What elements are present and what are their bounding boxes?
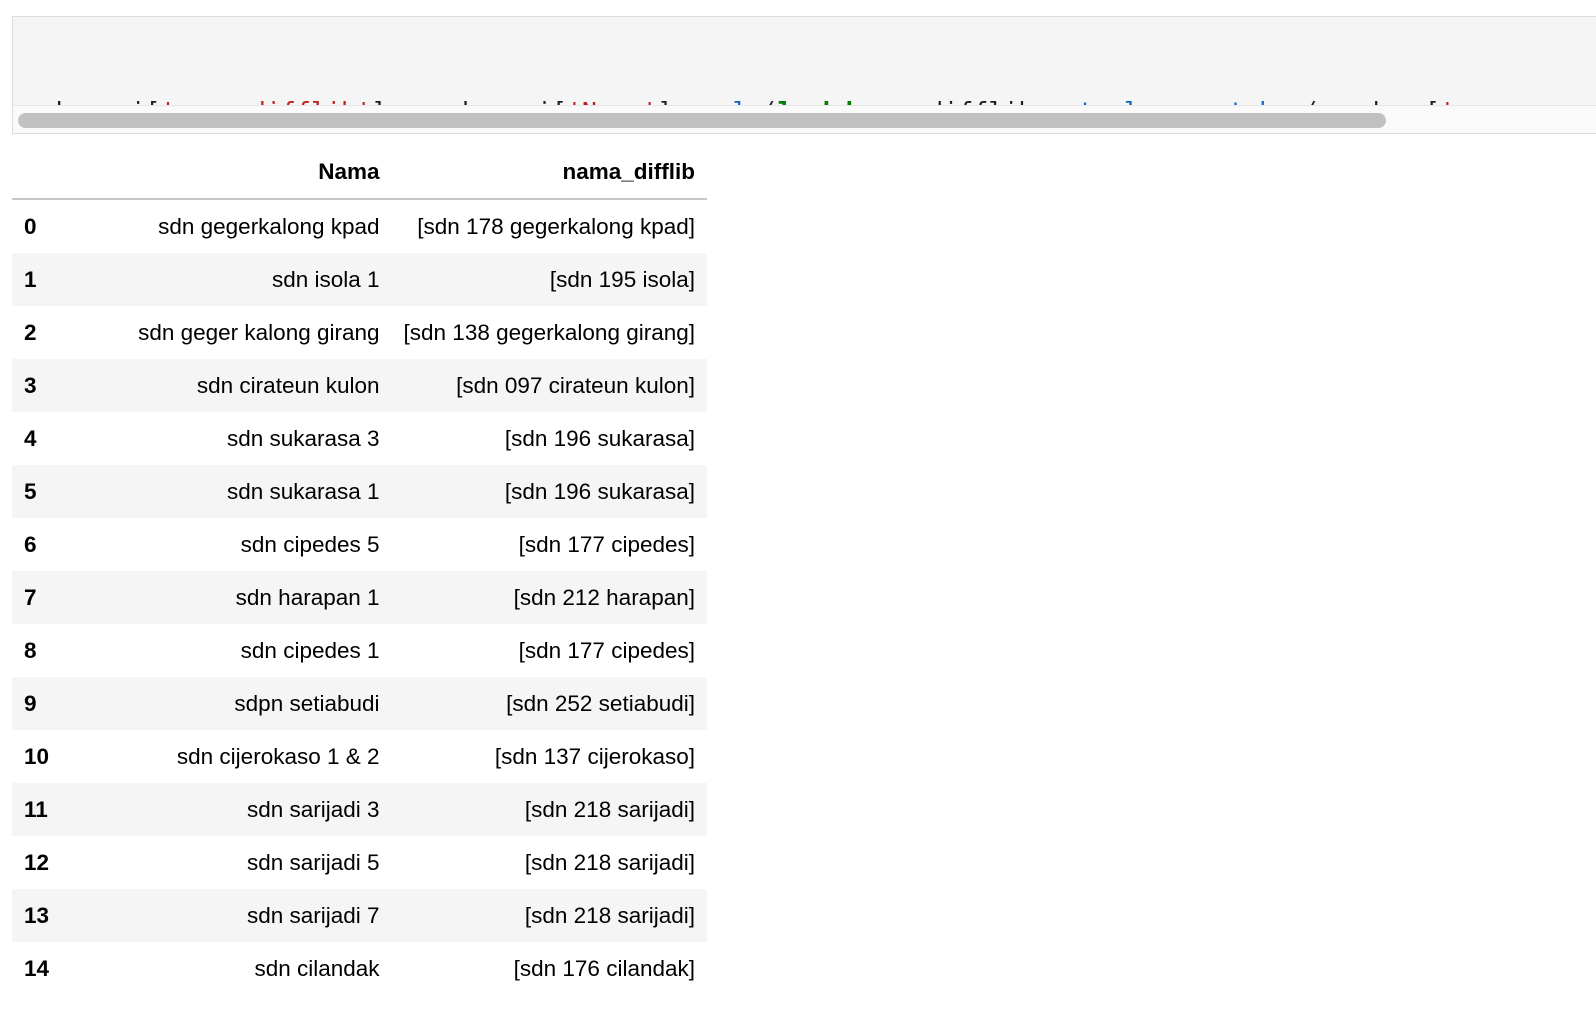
row-index: 13	[12, 889, 92, 942]
cell-nama-difflib: [sdn 137 cijerokaso]	[494, 743, 695, 769]
cell-nama: sdn sukarasa 1	[91, 465, 392, 518]
row-index: 4	[24, 425, 37, 451]
code-divider	[13, 105, 1596, 106]
row-index: 11	[12, 783, 92, 836]
cell-nama: sdn sukarasa 3	[226, 425, 380, 451]
cell-nama: sdn geger kalong girang	[138, 319, 380, 345]
table-row: 10 sdn cijerokaso 1 & 2 [sdn 137 cijerokas…	[12, 730, 707, 783]
row-index: 5	[12, 465, 92, 518]
code-cell[interactable]: sukasari['nama_difflib'] = sukasari['Nam…	[12, 16, 1596, 134]
table-row: 0 sdn gegerkalong kpad [sdn 178 gegerkalon…	[12, 199, 707, 253]
table-body: 0 sdn gegerkalong kpad [sdn 178 gegerkalon…	[12, 199, 707, 995]
row-index: 7	[12, 571, 92, 624]
cell-nama-difflib: [sdn 212 harapan]	[391, 571, 707, 624]
row-index: 12	[24, 849, 50, 875]
cell-nama: sdn sarijadi 7	[91, 889, 392, 942]
row-index: 10	[24, 743, 50, 769]
cell-nama-difflib: [sdn 178 gegerkalong kpad]	[417, 213, 695, 239]
table-row: 14 sdn cilandak [sdn 176 cilandak]	[12, 942, 707, 995]
scrollbar-thumb[interactable]	[18, 113, 1386, 128]
cell-nama: sdpn setiabudi	[91, 677, 392, 730]
cell-nama-difflib: [sdn 218 sarijadi]	[524, 849, 695, 875]
cell-nama: sdn cilandak	[254, 955, 380, 981]
cell-nama: sdn cijerokaso 1 & 2	[176, 743, 380, 769]
cell-nama: sdn sarijadi 5	[246, 849, 380, 875]
cell-nama-difflib: [sdn 177 cipedes]	[518, 531, 695, 557]
cell-nama: sdn cirateun kulon	[91, 359, 392, 412]
cell-nama: sdn sarijadi 3	[91, 783, 392, 836]
table-header-row: Nama nama_difflib	[12, 146, 707, 200]
cell-nama-difflib: [sdn 252 setiabudi]	[391, 677, 707, 730]
cell-nama: sdn gegerkalong kpad	[158, 213, 380, 239]
row-index: 1	[12, 253, 92, 306]
cell-nama: sdn cipedes 5	[240, 531, 380, 557]
horizontal-scrollbar[interactable]	[13, 106, 1596, 133]
row-index: 9	[12, 677, 92, 730]
cell-nama-difflib: [sdn 195 isola]	[391, 253, 707, 306]
row-index: 8	[24, 637, 37, 663]
column-header-nama: Nama	[91, 146, 392, 200]
cell-nama-difflib: [sdn 218 sarijadi]	[391, 783, 707, 836]
row-index: 0	[24, 213, 37, 239]
table-row: 8 sdn cipedes 1 [sdn 177 cipedes]	[12, 624, 707, 677]
table-row: 12 sdn sarijadi 5 [sdn 218 sarijadi]	[12, 836, 707, 889]
row-index: 2	[24, 319, 37, 345]
cell-nama-difflib: [sdn 196 sukarasa]	[391, 465, 707, 518]
cell-nama: sdn isola 1	[91, 253, 392, 306]
cell-nama-difflib: [sdn 138 gegerkalong girang]	[403, 319, 695, 345]
column-header-nama-difflib: nama_difflib	[391, 146, 707, 200]
table-row: 6 sdn cipedes 5 [sdn 177 cipedes]	[12, 518, 707, 571]
index-header	[12, 146, 92, 200]
cell-nama-difflib: [sdn 218 sarijadi]	[391, 889, 707, 942]
cell-nama-difflib: [sdn 176 cilandak]	[513, 955, 695, 981]
cell-nama-difflib: [sdn 097 cirateun kulon]	[391, 359, 707, 412]
cell-nama-difflib: [sdn 196 sukarasa]	[504, 425, 695, 451]
row-index: 14	[24, 955, 50, 981]
cell-nama: sdn cipedes 1	[240, 637, 380, 663]
cell-nama-difflib: [sdn 177 cipedes]	[518, 637, 695, 663]
row-index: 3	[12, 359, 92, 412]
dataframe-output: Nama nama_difflib 0 sdn gegerkalong kpad […	[12, 146, 707, 995]
cell-nama: sdn harapan 1	[91, 571, 392, 624]
row-index: 6	[24, 531, 37, 557]
table-row: 2 sdn geger kalong girang [sdn 138 gegerka…	[12, 306, 707, 359]
table-row: 4 sdn sukarasa 3 [sdn 196 sukarasa]	[12, 412, 707, 465]
